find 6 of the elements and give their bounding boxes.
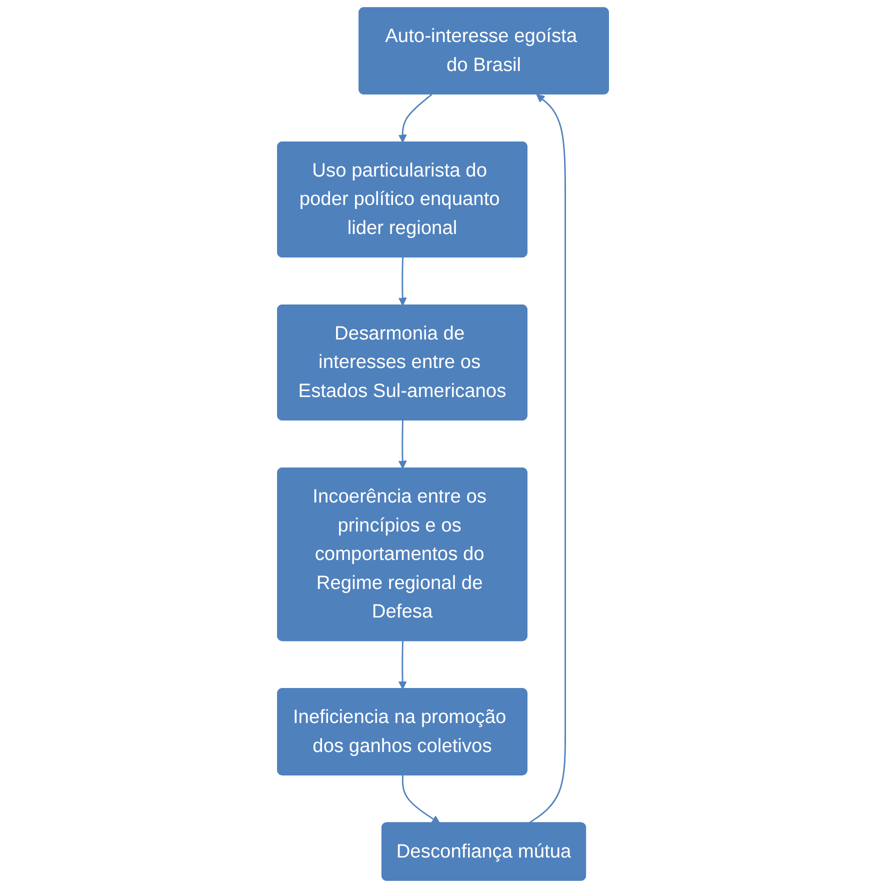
arrow [398,641,407,690]
arrow [528,94,566,824]
arrow [398,94,432,143]
arrow [402,775,440,824]
arrow [398,420,407,469]
arrow [398,257,407,306]
